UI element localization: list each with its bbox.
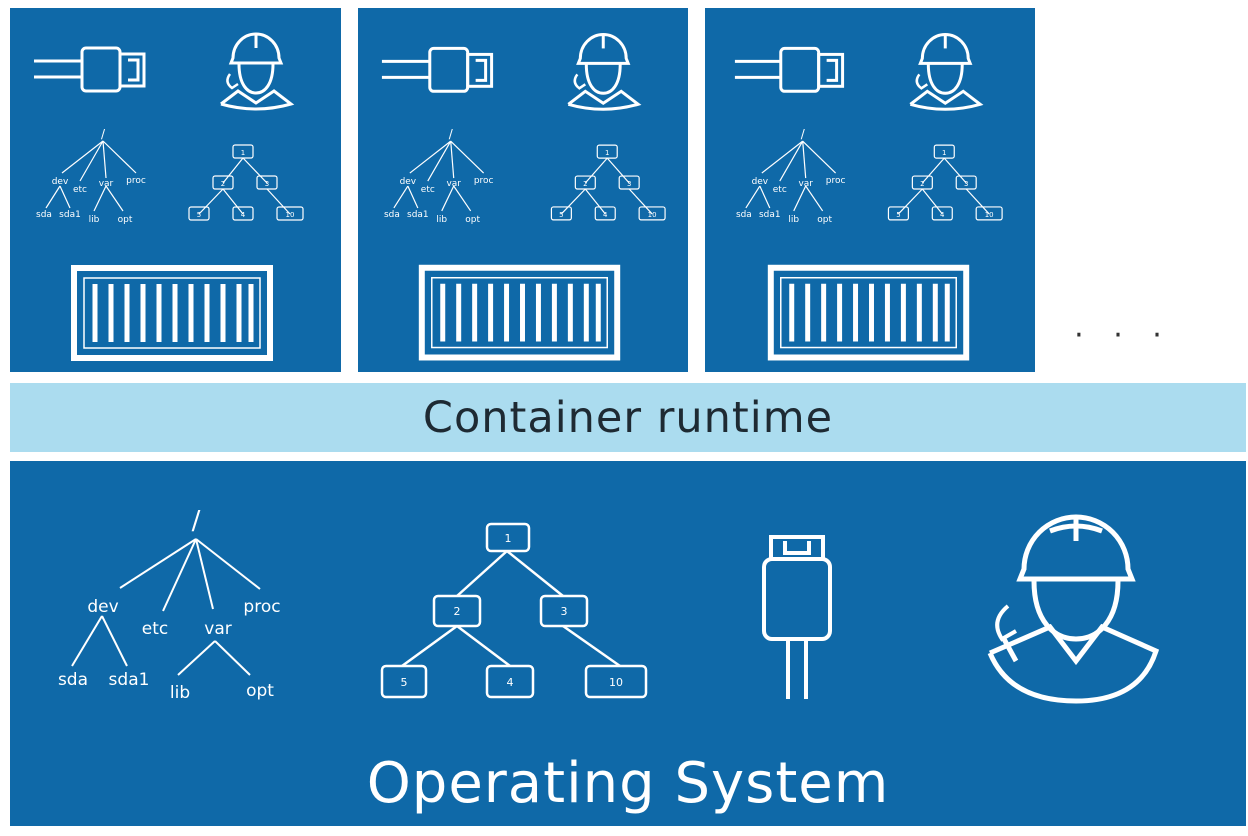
- fs-sda1-label: sda1: [759, 210, 781, 220]
- filesystem-tree-labels: / dev etc var proc sda sda1 lib opt: [36, 127, 146, 225]
- fs-dev-label: dev: [752, 177, 769, 187]
- filesystem-tree: [745, 140, 837, 212]
- os-proc-4-label: 4: [507, 676, 514, 689]
- container-box-3: / dev etc var proc sda sda1 lib opt 1 2: [705, 8, 1035, 372]
- os-fs-proc-label: proc: [243, 597, 280, 617]
- plug-icon: [734, 46, 845, 93]
- os-engineer-icon: [987, 514, 1160, 704]
- process-tree: [550, 144, 666, 221]
- process-tree-labels: 1 2 3 5 4 10: [197, 149, 295, 219]
- proc-3-label: 3: [627, 180, 631, 188]
- os-process-tree-labels: 1 2 3 5 4 10: [401, 532, 624, 689]
- os-icons: / dev etc var proc sda sda1 lib opt 1 2: [58, 506, 1160, 704]
- proc-2-label: 2: [583, 180, 587, 188]
- fs-etc-label: etc: [773, 185, 787, 195]
- operating-system-layer: / dev etc var proc sda sda1 lib opt 1 2: [10, 461, 1246, 826]
- os-proc-3-label: 3: [561, 605, 568, 618]
- filesystem-tree-labels: / dev etc var proc sda sda1 lib opt: [736, 127, 846, 225]
- fs-root-label: /: [801, 127, 806, 141]
- fs-dev-label: dev: [400, 177, 417, 187]
- engineer-icon: [220, 32, 295, 111]
- fs-dev-label: dev: [52, 177, 69, 187]
- proc-5-label: 5: [197, 211, 201, 219]
- fs-proc-label: proc: [826, 176, 846, 186]
- fs-sda-label: sda: [736, 210, 752, 220]
- process-tree: [887, 144, 1003, 221]
- fs-lib-label: lib: [89, 215, 100, 225]
- proc-2-label: 2: [221, 180, 225, 188]
- process-tree: [188, 144, 304, 221]
- container-1-icons: / dev etc var proc sda sda1 lib opt 1 2: [34, 32, 304, 361]
- fs-proc-label: proc: [474, 176, 494, 186]
- fs-root-label: /: [101, 127, 106, 141]
- filesystem-tree: [45, 140, 137, 212]
- proc-1-label: 1: [942, 149, 946, 157]
- os-fs-dev-label: dev: [87, 597, 118, 617]
- proc-10-label: 10: [286, 211, 295, 219]
- proc-1-label: 1: [605, 149, 609, 157]
- proc-1-label: 1: [241, 149, 245, 157]
- shipping-container-icon: [767, 264, 970, 361]
- fs-opt-label: opt: [817, 215, 832, 225]
- os-proc-5-label: 5: [401, 676, 408, 689]
- process-tree-labels: 1 2 3 5 4 10: [559, 149, 656, 219]
- fs-var-label: var: [99, 179, 114, 189]
- fs-sda-label: sda: [384, 210, 400, 220]
- engineer-icon: [567, 33, 642, 111]
- proc-4-label: 4: [241, 211, 246, 219]
- proc-10-label: 10: [648, 211, 657, 219]
- proc-4-label: 4: [940, 211, 945, 219]
- plug-icon: [381, 46, 494, 93]
- fs-var-label: var: [446, 179, 461, 189]
- proc-2-label: 2: [920, 180, 924, 188]
- proc-5-label: 5: [896, 211, 900, 219]
- os-process-tree: [380, 522, 648, 699]
- proc-3-label: 3: [265, 180, 269, 188]
- container-2-icons: / dev etc var proc sda sda1 lib opt 1 2: [381, 33, 666, 361]
- os-fs-etc-label: etc: [142, 619, 168, 639]
- os-fs-sda1-label: sda1: [109, 670, 150, 690]
- os-fs-sda-label: sda: [58, 670, 88, 690]
- shipping-container-icon: [418, 264, 621, 361]
- os-filesystem-tree-labels: / dev etc var proc sda sda1 lib opt: [58, 506, 281, 703]
- os-fs-opt-label: opt: [246, 681, 274, 701]
- proc-5-label: 5: [559, 211, 563, 219]
- os-fs-root-label: /: [192, 506, 201, 536]
- proc-3-label: 3: [964, 180, 968, 188]
- os-fs-var-label: var: [204, 619, 231, 639]
- fs-var-label: var: [798, 179, 813, 189]
- os-proc-1-label: 1: [505, 532, 512, 545]
- fs-lib-label: lib: [788, 215, 799, 225]
- fs-proc-label: proc: [126, 176, 146, 186]
- process-tree-labels: 1 2 3 5 4 10: [896, 149, 993, 219]
- fs-sda-label: sda: [36, 210, 52, 220]
- container-box-2: / dev etc var proc sda sda1 lib opt 1 2: [358, 8, 688, 372]
- os-proc-2-label: 2: [454, 605, 461, 618]
- proc-10-label: 10: [985, 211, 994, 219]
- fs-etc-label: etc: [73, 185, 87, 195]
- fs-sda1-label: sda1: [407, 210, 429, 220]
- container-runtime-label: Container runtime: [422, 392, 834, 443]
- fs-sda1-label: sda1: [59, 210, 81, 220]
- os-filesystem-tree: [71, 538, 261, 676]
- os-proc-10-label: 10: [609, 676, 623, 689]
- fs-lib-label: lib: [436, 215, 447, 225]
- shipping-container-icon: [71, 265, 273, 361]
- container-box-1: / dev etc var proc sda sda1 lib opt 1 2: [10, 8, 341, 372]
- engineer-icon: [909, 33, 984, 111]
- operating-system-label: Operating System: [366, 751, 890, 816]
- filesystem-tree-labels: / dev etc var proc sda sda1 lib opt: [384, 127, 494, 225]
- container-3-icons: / dev etc var proc sda sda1 lib opt 1 2: [734, 33, 1003, 361]
- os-plug-icon: [762, 535, 832, 699]
- fs-opt-label: opt: [465, 215, 480, 225]
- plug-icon: [34, 46, 146, 93]
- container-runtime-layer: Container runtime: [10, 383, 1246, 452]
- more-containers-ellipsis: · · ·: [1074, 318, 1172, 353]
- os-fs-lib-label: lib: [170, 683, 190, 703]
- proc-4-label: 4: [603, 211, 608, 219]
- filesystem-tree: [393, 140, 485, 212]
- fs-opt-label: opt: [118, 215, 133, 225]
- fs-etc-label: etc: [421, 185, 435, 195]
- fs-root-label: /: [449, 127, 454, 141]
